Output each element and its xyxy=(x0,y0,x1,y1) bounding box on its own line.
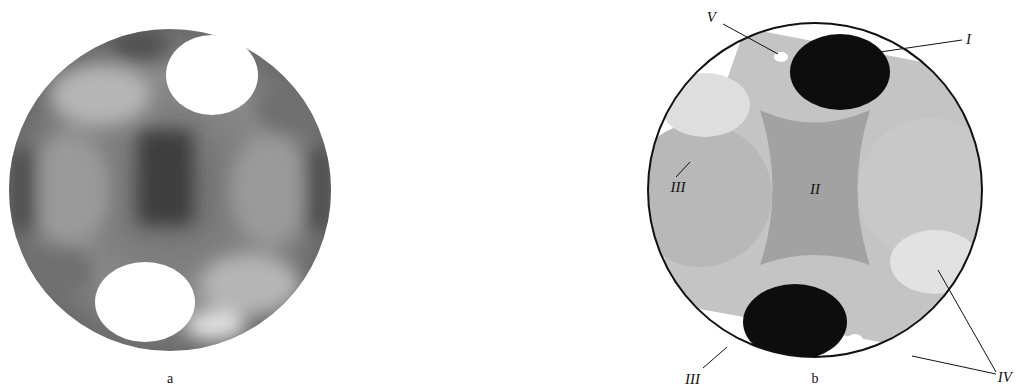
hole xyxy=(166,35,258,115)
hole xyxy=(95,262,195,342)
zone-label: V xyxy=(707,10,716,25)
zone-label: II xyxy=(810,182,820,197)
panel-caption: a xyxy=(167,372,173,386)
field-map xyxy=(0,20,340,360)
zone-label: III xyxy=(671,180,686,195)
panel-caption: b xyxy=(812,372,819,386)
outline xyxy=(648,23,982,357)
zone-label: III xyxy=(685,372,700,387)
zone-label: I xyxy=(966,32,971,47)
leader-lines xyxy=(676,24,996,374)
zone-map xyxy=(628,15,1002,365)
zone-label: IV xyxy=(998,370,1012,385)
